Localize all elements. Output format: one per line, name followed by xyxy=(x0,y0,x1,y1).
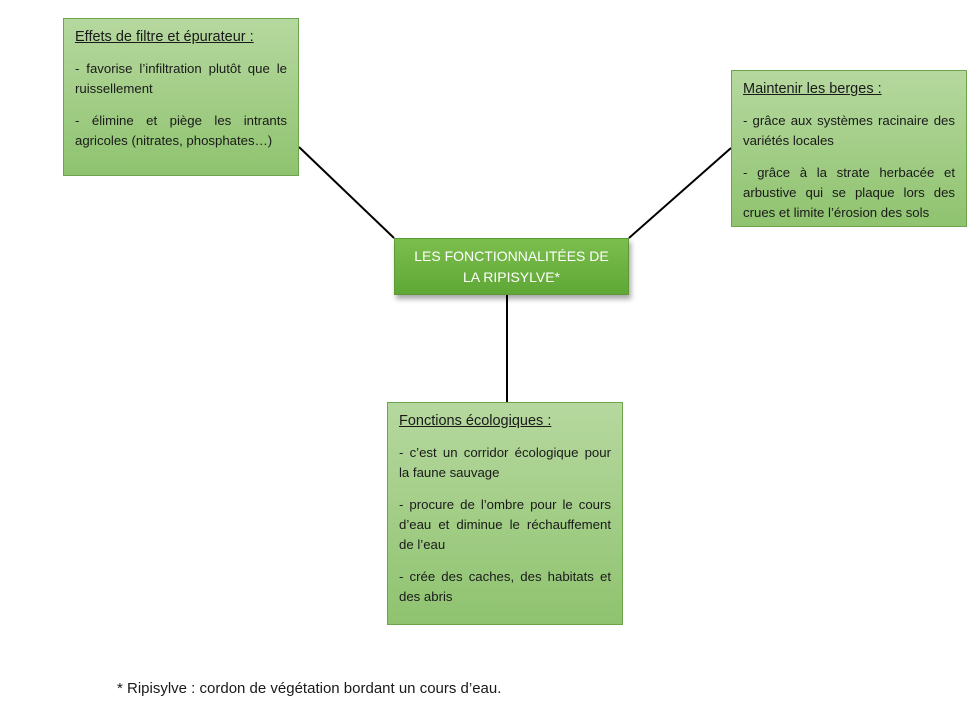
center-node: LES FONCTIONNALITÉES DE LA RIPISYLVE* xyxy=(394,238,629,295)
connector-filter xyxy=(298,146,395,239)
box-ecological-functions: Fonctions écologiques : - c’est un corri… xyxy=(387,402,623,625)
box-ecological-item: - c’est un corridor écologique pour la f… xyxy=(399,445,611,480)
footnote: * Ripisylve : cordon de végétation borda… xyxy=(117,680,502,697)
box-ecological-item: - procure de l’ombre pour le cours d’eau… xyxy=(399,497,611,552)
box-ecological-item: - crée des caches, des habitats et des a… xyxy=(399,569,611,604)
box-filter-title: Effets de filtre et épurateur : xyxy=(75,29,254,45)
box-filter-item: - élimine et piège les intrants agricole… xyxy=(75,113,287,148)
center-node-label: LES FONCTIONNALITÉES DE LA RIPISYLVE* xyxy=(414,247,609,285)
box-banks-title: Maintenir les berges : xyxy=(743,81,882,97)
box-filter-item: - favorise l’infiltration plutôt que le … xyxy=(75,61,287,96)
box-banks-item: - grâce à la strate herbacée et arbustiv… xyxy=(743,165,955,220)
box-maintain-banks: Maintenir les berges : - grâce aux systè… xyxy=(731,70,967,227)
box-banks-item: - grâce aux systèmes racinaire des varié… xyxy=(743,113,955,148)
box-ecological-title: Fonctions écologiques : xyxy=(399,413,552,429)
box-filter-effects: Effets de filtre et épurateur : - favori… xyxy=(63,18,299,176)
connector-banks xyxy=(628,147,732,239)
